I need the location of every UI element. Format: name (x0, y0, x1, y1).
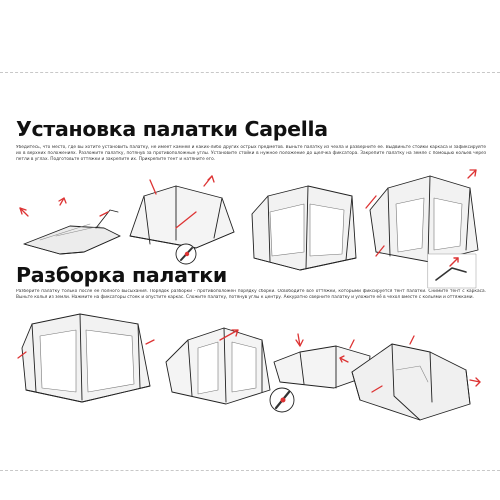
install-step-4-illustration (365, 169, 479, 289)
install-section-title: Установка палатки Capella (16, 117, 328, 141)
install-step-1-illustration (19, 197, 121, 255)
disassemble-section-title: Разборка палатки (16, 263, 227, 287)
disassemble-step-2-illustration (165, 327, 271, 405)
bottom-dashed-rule (0, 470, 500, 471)
disassemble-step-1-illustration (17, 313, 155, 403)
install-instructions-text: Убедитесь, что место, где вы хотите уста… (16, 145, 486, 162)
install-step-3-illustration (251, 185, 357, 271)
disassemble-instructions-text: Разберите палатку только после её полног… (16, 289, 486, 300)
install-step-2-illustration (129, 175, 235, 265)
disassemble-step-4-illustration (339, 335, 481, 421)
top-dashed-rule (0, 72, 500, 73)
